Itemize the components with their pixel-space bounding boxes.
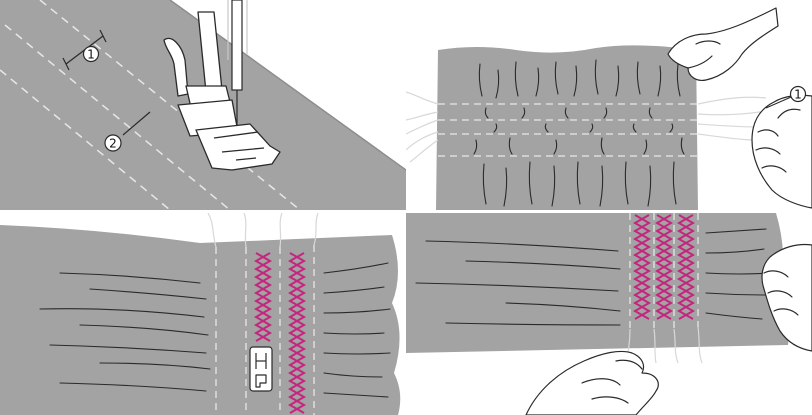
fabric-wrinkles xyxy=(415,228,773,326)
callout-1: 1 xyxy=(82,45,100,63)
gather-stitch-rows xyxy=(438,103,698,157)
gathered-fabric xyxy=(406,213,789,353)
smocking-stitch-pattern xyxy=(632,214,696,320)
presser-foot-icon xyxy=(163,11,281,171)
svg-text:1: 1 xyxy=(794,88,802,102)
pink-stitch-line xyxy=(287,252,307,414)
loose-threads xyxy=(207,213,319,248)
needle-icon xyxy=(227,0,248,135)
hand-icon xyxy=(761,243,812,352)
pink-stitch-line xyxy=(654,214,674,320)
stitch-line-2 xyxy=(4,24,231,210)
panel-sew-smocking-stitch xyxy=(0,213,406,415)
gathered-fabric xyxy=(436,45,698,210)
hand-icon-lower xyxy=(525,350,659,415)
pink-stitch-line xyxy=(253,252,273,342)
fabric-wrinkles xyxy=(473,59,685,207)
panel-pull-threads: 1 xyxy=(406,0,812,210)
pink-stitch-line xyxy=(676,214,696,320)
hand-icon-thread xyxy=(751,94,812,209)
gather-stitch-rows xyxy=(629,213,699,329)
hand-icon xyxy=(667,7,779,81)
panel-4-illustration xyxy=(406,213,812,415)
gathered-fabric xyxy=(0,225,401,415)
svg-text:1: 1 xyxy=(87,48,95,62)
pink-stitch-line xyxy=(632,214,652,320)
loose-threads-left xyxy=(406,91,439,163)
callout-2: 2 xyxy=(104,111,151,152)
fabric-wrinkles xyxy=(39,262,391,398)
stitch-line-3 xyxy=(0,69,171,210)
pink-stitch-line xyxy=(287,252,307,414)
smocking-stitch-pattern xyxy=(253,252,307,414)
panel-stitch-guide-lines: 1 2 xyxy=(0,0,406,210)
panel-2-illustration: 1 xyxy=(406,7,812,210)
panel-3-illustration xyxy=(0,213,401,415)
presser-foot-icon xyxy=(249,346,273,392)
svg-text:2: 2 xyxy=(109,137,117,151)
panel-1-illustration: 1 2 xyxy=(0,0,406,210)
gather-stitch-rows xyxy=(215,245,315,415)
panel-finished-smocking xyxy=(406,213,812,415)
callout-1: 1 xyxy=(765,85,807,109)
